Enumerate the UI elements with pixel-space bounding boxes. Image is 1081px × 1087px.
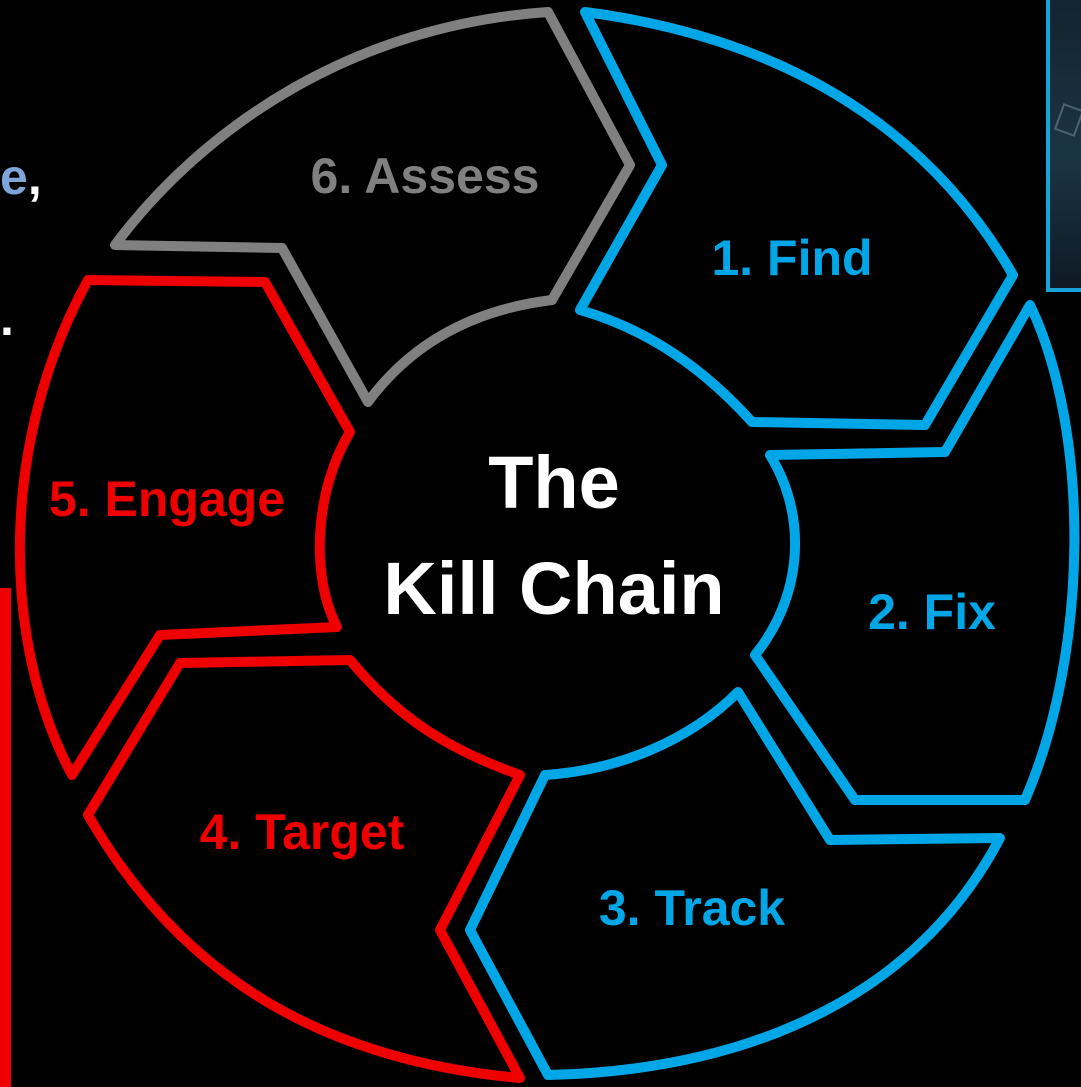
cycle-segments bbox=[14, 7, 1080, 1083]
cropped-text-fragment: e, bbox=[0, 149, 42, 205]
fix-label: 2. Fix bbox=[868, 584, 996, 640]
segment-labels: 6. Assess 1. Find 2. Fix 3. Track 4. Tar… bbox=[49, 148, 996, 936]
segment-engage bbox=[14, 275, 355, 780]
center-title-line1: The bbox=[488, 441, 620, 524]
track-label: 3. Track bbox=[599, 880, 785, 936]
target-label: 4. Target bbox=[200, 804, 405, 860]
thumbnail-image bbox=[1046, 0, 1081, 292]
segment-track bbox=[465, 687, 1005, 1080]
segment-target bbox=[83, 655, 525, 1083]
find-label: 1. Find bbox=[711, 230, 872, 286]
cropped-period-fragment: . bbox=[0, 290, 14, 346]
segment-fix bbox=[750, 300, 1080, 805]
segment-find bbox=[575, 7, 1018, 430]
engage-label: 5. Engage bbox=[49, 471, 285, 527]
center-title-line2: Kill Chain bbox=[383, 547, 724, 630]
segment-assess bbox=[110, 7, 635, 407]
red-box-edge bbox=[0, 588, 11, 1087]
center-title: The Kill Chain bbox=[383, 441, 724, 630]
assess-label: 6. Assess bbox=[311, 148, 540, 204]
